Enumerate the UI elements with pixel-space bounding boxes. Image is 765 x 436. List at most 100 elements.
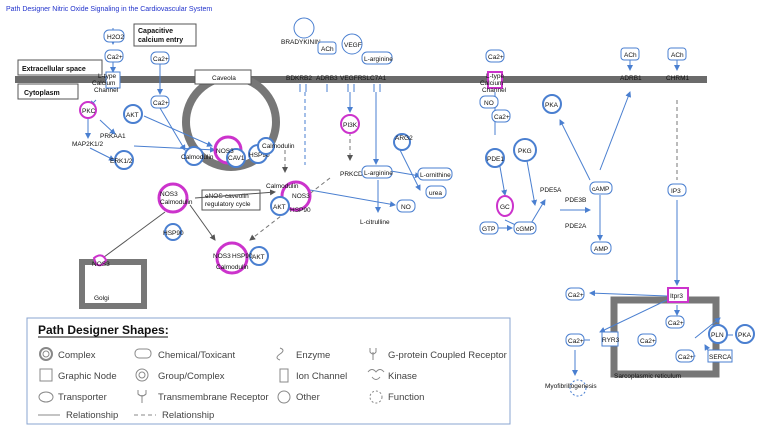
legend-item-relationship-solid: Relationship <box>66 410 118 421</box>
node-ca-ext-1[interactable]: Ca2+ <box>104 49 124 63</box>
node-calmodulin-1[interactable]: Calmodulin <box>181 146 214 166</box>
node-lornithine[interactable]: L-ornithine <box>417 167 453 181</box>
node-gtp[interactable]: GTP <box>479 221 499 235</box>
node-gc[interactable]: GC <box>496 195 514 217</box>
node-map2k12[interactable]: MAP2K1/2 <box>72 141 103 148</box>
node-pka-2[interactable]: PKA <box>735 324 755 344</box>
node-bradykinin[interactable]: BRADYKININ <box>281 17 321 46</box>
node-ca-ext-3[interactable]: Ca2+ <box>485 49 505 63</box>
legend-item-enzyme: Enzyme <box>296 350 330 361</box>
node-hsp90-2[interactable]: HSP90 <box>163 223 184 241</box>
node-lcitrulline[interactable]: L-citrulline <box>360 219 390 226</box>
node-akt-1[interactable]: AKT <box>123 104 143 124</box>
node-ca-sr-4[interactable]: Ca2+ <box>637 333 657 347</box>
node-ach-1[interactable]: ACh <box>317 41 337 55</box>
ach-3-label: ACh <box>671 52 684 59</box>
h2o2-label: H2O2 <box>107 34 124 41</box>
node-itpr3[interactable]: Itpr3 <box>667 287 689 303</box>
complex-icon <box>39 347 53 361</box>
kinase-icon <box>367 369 385 380</box>
node-camp[interactable]: cAMP <box>589 181 613 195</box>
node-pka-1[interactable]: PKA <box>542 94 562 114</box>
ip3-label: IP3 <box>671 188 681 195</box>
node-ca-sr-3[interactable]: Ca2+ <box>565 333 585 347</box>
arg2-label: ARG2 <box>395 135 413 142</box>
ach-2-label: ACh <box>624 52 637 59</box>
hsp90-1-label: HSP90 <box>249 152 270 159</box>
node-nos3-cav1-complex[interactable]: NOS3 CAV1 <box>213 135 246 168</box>
node-ca-ext-2[interactable]: Ca2+ <box>150 51 170 65</box>
amp-label: AMP <box>594 246 608 253</box>
node-nos3-calmodulin-complex[interactable]: NOS3 Calmodulin <box>157 182 193 214</box>
node-no-2[interactable]: NO <box>479 95 499 109</box>
node-chrm1[interactable]: CHRM1 <box>666 75 689 82</box>
node-serca[interactable]: SERCA <box>707 349 733 363</box>
calmodulin-3-label: Calmodulin <box>160 199 193 206</box>
node-pde3b[interactable]: PDE3B <box>565 197 586 204</box>
node-nos3-golgi[interactable]: NOS3 <box>92 254 110 268</box>
node-pde2a[interactable]: PDE2A <box>565 223 587 230</box>
node-adrb1[interactable]: ADRB1 <box>620 75 642 82</box>
lcitrulline-label: L-citrulline <box>360 219 390 226</box>
hsp90-2-label: HSP90 <box>163 230 184 237</box>
lornithine-label: L-ornithine <box>420 172 451 179</box>
pde2a-label: PDE2A <box>565 223 587 230</box>
node-prkaa1[interactable]: PRKAA1 <box>100 133 126 140</box>
node-no-1[interactable]: NO <box>396 199 416 213</box>
graphic-node-icon <box>39 368 53 382</box>
ca-ext-2-label: Ca2+ <box>153 56 169 63</box>
function-icon <box>369 390 383 404</box>
adrb3-label: ADRB3 <box>316 75 338 82</box>
node-ca-cyt-1[interactable]: Ca2+ <box>150 95 170 109</box>
node-pi3k[interactable]: PI3K <box>340 114 360 134</box>
cav1-label: CAV1 <box>228 155 245 162</box>
node-larginine-cyt[interactable]: L-arginine <box>361 165 393 179</box>
nos3-cav1-label: NOS3 <box>216 148 234 155</box>
ca-sr-1-label: Ca2+ <box>568 292 584 299</box>
akt-3-label: AKT <box>252 254 265 261</box>
node-myofibrillogenesis[interactable]: Myofibrillogenesis <box>545 379 597 397</box>
gc-label: GC <box>500 204 510 211</box>
node-pkc[interactable]: PKC <box>79 101 97 119</box>
node-larginine-ext[interactable]: L-arginine <box>361 51 393 65</box>
node-nos3-hsp90-calmodulin-complex[interactable]: NOS3 HSP90 Calmodulin AKT <box>213 241 269 275</box>
node-urea[interactable]: urea <box>425 185 447 199</box>
extracellular-label: Extracellular space <box>22 66 86 73</box>
capacitive-text: Capacitive <box>138 28 173 35</box>
capacitive-text-line2: calcium entry <box>138 37 183 44</box>
node-pkg[interactable]: PKG <box>513 138 537 162</box>
membrane-receptors[interactable]: BDKRB2 ADRB3 VEGFR SLC7A1 <box>286 75 387 92</box>
pde1-label: PDE1 <box>487 156 504 163</box>
node-ach-3[interactable]: ACh <box>667 47 687 61</box>
node-ip3[interactable]: IP3 <box>667 183 687 197</box>
node-h2o2[interactable]: H2O2 <box>103 29 125 43</box>
ca-ext-3-label: Ca2+ <box>488 54 504 61</box>
node-cgmp[interactable]: cGMP <box>513 221 537 235</box>
node-pln[interactable]: PLN <box>708 324 728 344</box>
node-calmodulin-2[interactable]: Calmodulin <box>257 137 295 155</box>
node-amp[interactable]: AMP <box>590 241 612 255</box>
node-pde1[interactable]: PDE1 <box>485 148 505 168</box>
node-ach-2[interactable]: ACh <box>620 47 640 61</box>
node-ca-sr-2[interactable]: Ca2+ <box>665 315 685 329</box>
node-ca-sr-1[interactable]: Ca2+ <box>565 287 585 301</box>
node-arg2[interactable]: ARG2 <box>393 133 413 151</box>
page-title: Path Designer Nitric Oxide Signaling in … <box>6 6 212 13</box>
legend-item-chemical: Chemical/Toxicant <box>158 350 235 361</box>
transporter-icon <box>38 391 54 403</box>
legend-item-ion-channel: Ion Channel <box>296 371 347 382</box>
ryr3-label: RYR3 <box>602 337 620 344</box>
chemical-icon <box>134 348 152 359</box>
node-erk12[interactable]: ERK1/2 <box>110 150 134 170</box>
node-vegf[interactable]: VEGF <box>341 33 363 55</box>
node-nos3-akt-hsp90-complex[interactable]: Calmodulin NOS3 AKT HSP90 <box>266 180 312 216</box>
pka-2-label: PKA <box>738 332 752 339</box>
node-ca-cyt-2[interactable]: Ca2+ <box>491 109 511 123</box>
node-ryr3[interactable]: RYR3 <box>601 331 620 347</box>
node-ca-sr-5[interactable]: Ca2+ <box>675 349 695 363</box>
node-prkcd[interactable]: PRKCD <box>340 171 363 178</box>
node-pde5a[interactable]: PDE5A <box>540 187 562 194</box>
